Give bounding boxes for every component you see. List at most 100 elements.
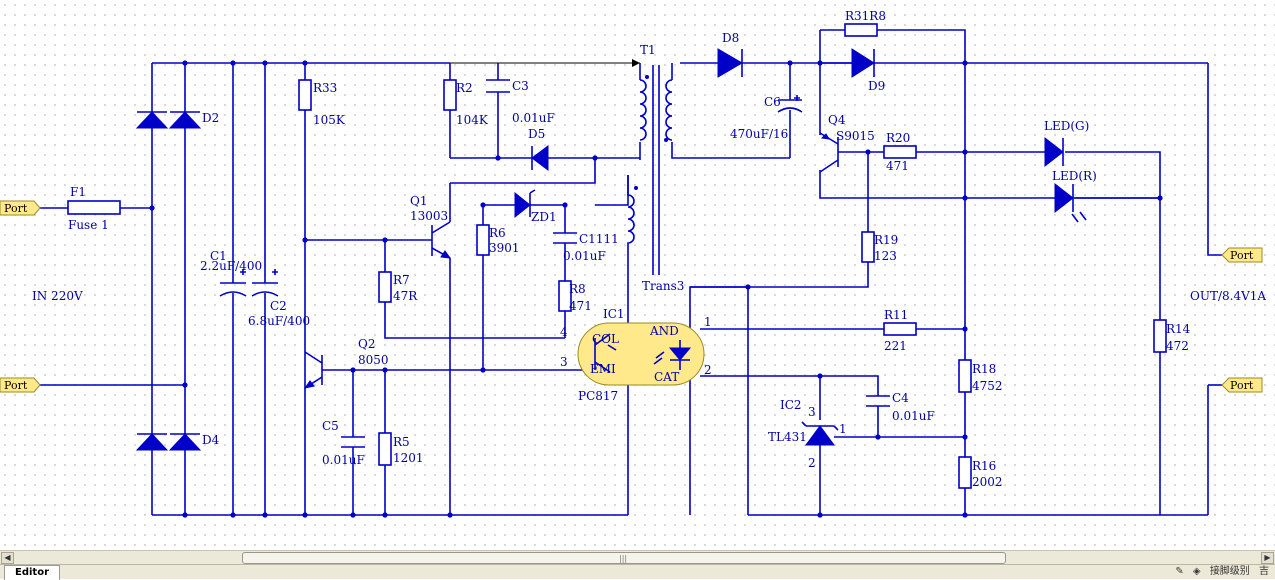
diode-d8[interactable] [717, 48, 743, 78]
resistor-r2[interactable] [443, 79, 457, 111]
svg-text:221: 221 [884, 339, 907, 353]
transistor-q1[interactable] [431, 221, 452, 259]
optocoupler-ic1[interactable] [577, 322, 705, 386]
svg-text:2.2uF/400: 2.2uF/400 [200, 259, 262, 273]
svg-text:8050: 8050 [358, 353, 389, 367]
svg-text:3901: 3901 [489, 241, 520, 255]
svg-text:D2: D2 [202, 111, 219, 125]
svg-text:R31R8: R31R8 [845, 9, 886, 23]
regulator-tl431[interactable] [801, 421, 839, 446]
svg-text:R6: R6 [489, 226, 506, 240]
tab-editor[interactable]: Editor [4, 565, 60, 580]
svg-text:3: 3 [560, 355, 568, 369]
port-out-bottom[interactable]: Port [1221, 377, 1263, 393]
resistor-r8[interactable] [558, 280, 572, 312]
svg-text:0.01uF: 0.01uF [322, 453, 365, 467]
svg-text:6.8uF/400: 6.8uF/400 [248, 314, 310, 328]
schematic-canvas[interactable]: Port Port Port Port F1 Fuse 1 IN 220V OU… [0, 0, 1275, 550]
resistor-r20[interactable] [883, 145, 917, 159]
diode-d9[interactable] [851, 48, 875, 78]
fuse-f1[interactable] [67, 200, 121, 215]
capacitor-c4[interactable] [866, 395, 890, 407]
svg-text:C1: C1 [210, 249, 227, 263]
svg-text:C1111: C1111 [579, 232, 619, 246]
transistor-q4[interactable] [819, 132, 839, 173]
capacitor-c5[interactable] [341, 436, 365, 448]
diode-d3[interactable] [135, 433, 169, 451]
led-red[interactable] [1054, 182, 1087, 223]
svg-text:Port: Port [1230, 379, 1254, 392]
horizontal-scrollbar[interactable]: ◀ ||| ▶ [0, 550, 1275, 565]
port-in-bottom[interactable]: Port [0, 377, 41, 393]
pencil-icon[interactable]: ✎ [1175, 566, 1184, 577]
svg-text:R18: R18 [972, 362, 996, 376]
resistor-r14[interactable] [1153, 319, 1167, 353]
resistor-r33[interactable] [298, 79, 312, 111]
svg-text:123: 123 [874, 249, 897, 263]
svg-text:R19: R19 [874, 233, 898, 247]
svg-text:Q2: Q2 [358, 337, 375, 351]
svg-text:472: 472 [1166, 339, 1189, 353]
svg-text:C5: C5 [322, 419, 339, 433]
scroll-right-button[interactable]: ▶ [1261, 552, 1274, 564]
svg-text:1: 1 [839, 422, 847, 436]
svg-text:2: 2 [808, 456, 816, 470]
svg-text:R11: R11 [884, 308, 908, 322]
svg-text:D5: D5 [528, 127, 545, 141]
resistor-r11[interactable] [883, 322, 917, 336]
svg-text:IC2: IC2 [780, 398, 802, 412]
resistor-r5[interactable] [378, 432, 392, 466]
port-in-top[interactable]: Port [0, 200, 41, 216]
capacitor-c2[interactable] [251, 269, 279, 297]
svg-text:470uF/16: 470uF/16 [730, 127, 788, 141]
svg-text:104K: 104K [456, 113, 489, 127]
grip-icon: ||| [619, 554, 628, 563]
svg-text:T1: T1 [640, 43, 656, 57]
svg-text:PC817: PC817 [578, 389, 618, 403]
transistor-q2[interactable] [303, 351, 323, 389]
capacitor-c6[interactable] [777, 95, 803, 113]
svg-text:C4: C4 [892, 391, 909, 405]
svg-text:COL: COL [592, 332, 619, 346]
junctions [149, 60, 1163, 518]
resistor-r7[interactable] [378, 271, 392, 303]
resistor-r18[interactable] [958, 359, 972, 393]
resistor-r31[interactable] [844, 23, 878, 37]
svg-text:EMI: EMI [590, 362, 616, 376]
svg-text:R14: R14 [1166, 322, 1191, 336]
svg-text:TL431: TL431 [768, 430, 807, 444]
capacitor-c1[interactable] [219, 269, 247, 297]
diode-d2[interactable] [168, 111, 202, 129]
status-extra-label[interactable]: 吉 [1259, 566, 1269, 577]
scroll-thumb[interactable]: ||| [242, 552, 1006, 564]
svg-text:Port: Port [4, 379, 28, 392]
diode-d5[interactable] [531, 145, 549, 171]
transformer-t1[interactable] [627, 63, 673, 275]
svg-text:CAT: CAT [654, 370, 679, 384]
svg-text:D8: D8 [722, 31, 739, 45]
capacitor-c1111[interactable] [553, 232, 577, 244]
mask-icon[interactable]: ◈ [1192, 566, 1201, 577]
resistor-r6[interactable] [476, 224, 490, 256]
resistor-r16[interactable] [958, 456, 972, 489]
diode-d4[interactable] [168, 433, 202, 451]
svg-text:OUT/8.4V1A: OUT/8.4V1A [1190, 289, 1266, 303]
port-out-top[interactable]: Port [1221, 247, 1263, 263]
svg-text:47R: 47R [393, 289, 418, 303]
svg-text:R5: R5 [393, 435, 410, 449]
zener-zd1[interactable] [514, 189, 536, 219]
svg-text:S9015: S9015 [836, 129, 875, 143]
svg-text:Fuse 1: Fuse 1 [68, 218, 109, 232]
svg-text:4: 4 [560, 325, 568, 339]
resistor-r19[interactable] [861, 231, 875, 263]
pin-level-label[interactable]: 接脚级别 [1209, 566, 1250, 577]
led-green[interactable] [1044, 136, 1064, 168]
svg-text:ZD1: ZD1 [531, 210, 557, 224]
diode-d1[interactable] [135, 111, 169, 129]
component-labels: F1 Fuse 1 IN 220V OUT/8.4V1A D2 D4 C1 2.… [32, 9, 1266, 489]
svg-text:R16: R16 [972, 459, 996, 473]
capacitor-c3[interactable] [486, 79, 510, 93]
svg-text:R2: R2 [456, 81, 473, 95]
scroll-left-button[interactable]: ◀ [1, 552, 14, 564]
svg-text:2002: 2002 [972, 475, 1003, 489]
